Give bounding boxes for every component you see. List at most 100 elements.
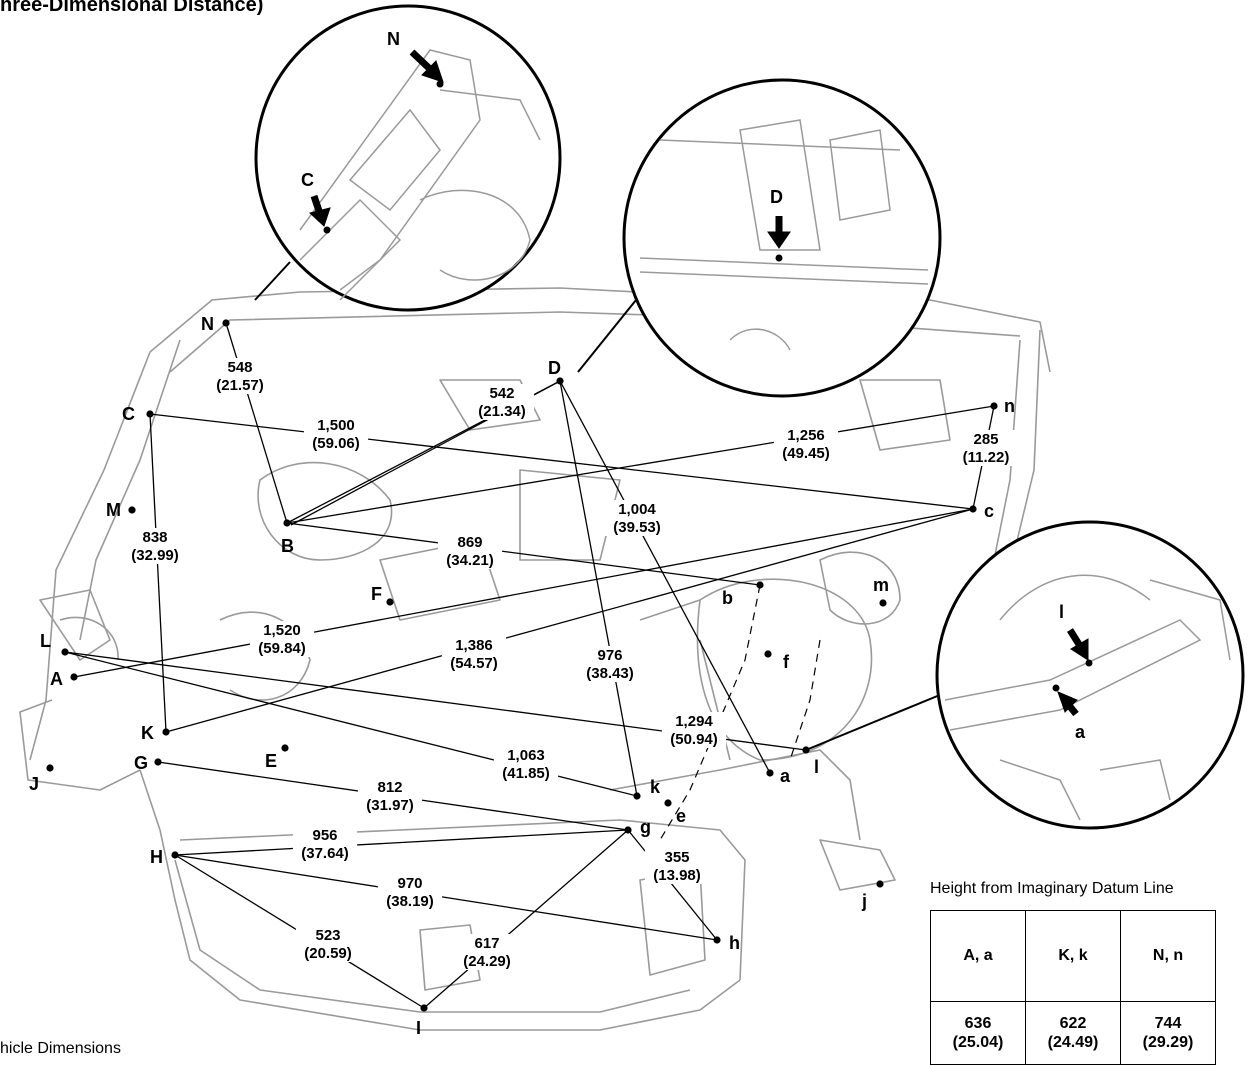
label-background (441, 636, 507, 672)
reference-point-F (386, 598, 394, 606)
label-background (469, 384, 535, 420)
reference-point-B (283, 519, 291, 527)
reference-point-h (713, 936, 721, 944)
dimension-line (559, 380, 638, 797)
point-label-g: g (640, 817, 651, 837)
dimension-label-n-B: 1,256(49.45) (773, 426, 839, 462)
point-label-G: G (134, 753, 148, 773)
dimension-in: (59.84) (258, 640, 306, 657)
hidden-line (789, 639, 821, 761)
reference-point-f (764, 650, 772, 658)
dimension-mm: 869 (457, 534, 482, 551)
dimension-in: (24.29) (463, 953, 511, 970)
height-table: A, a K, k N, n 636(25.04) 622(24.49) 744… (930, 910, 1216, 1065)
dimension-label-B-b: 869(34.21) (437, 533, 503, 569)
dimension-line (286, 522, 761, 586)
reference-point-e (664, 799, 672, 807)
dimension-line (423, 829, 629, 1009)
point-label-n: n (1004, 396, 1015, 416)
dimension-mm: 285 (973, 431, 998, 448)
point-label-B: B (281, 536, 294, 556)
dimension-mm: 542 (489, 385, 514, 402)
height-table-header: K, k (1025, 910, 1121, 1002)
dimension-line (286, 405, 995, 524)
height-table-cell: 622(24.49) (1025, 1001, 1121, 1065)
dimension-label-g-h: 355(13.98) (644, 848, 710, 884)
dimension-label-c-K: 1,386(54.57) (441, 636, 507, 672)
dimension-in: (41.85) (502, 765, 550, 782)
dimension-label-n-c: 285(11.22) (953, 430, 1019, 466)
dimension-mm: 548 (227, 359, 252, 376)
dimension-mm: 1,386 (455, 637, 493, 654)
point-label-b: b (722, 588, 733, 608)
point-label-m: m (873, 575, 889, 595)
arrow-icon (1067, 628, 1089, 661)
point-label-f: f (783, 652, 790, 672)
dimension-mm: 976 (597, 647, 622, 664)
reference-point-J (46, 764, 54, 772)
arrow-icon (409, 49, 444, 83)
label-background (357, 778, 423, 814)
dimension-label-D-k: 976(38.43) (577, 646, 643, 682)
reference-points (46, 319, 998, 1012)
height-table-cell: 744(29.29) (1120, 1001, 1216, 1065)
label-background (249, 621, 315, 657)
height-table-value-row: 636(25.04) 622(24.49) 744(29.29) (930, 1001, 1216, 1065)
point-label-c: c (984, 501, 994, 521)
dimension-label-D-B: 542(21.34) (469, 384, 535, 420)
label-background (295, 926, 361, 962)
dimension-in: (37.64) (301, 845, 349, 862)
dimension-label-L-k: 1,063(41.85) (493, 746, 559, 782)
label-background (454, 934, 520, 970)
dimension-in: (21.57) (216, 377, 264, 394)
dimension-in: (34.21) (446, 552, 494, 569)
point-label-N: N (201, 314, 214, 334)
reference-point-g (624, 826, 632, 834)
reference-point-k (633, 792, 641, 800)
reference-point-n (990, 402, 998, 410)
height-in: (29.29) (1142, 1034, 1194, 1051)
dimension-mm: 1,004 (618, 501, 656, 518)
dimension-label-g-I: 617(24.29) (454, 934, 520, 970)
dimension-line (174, 854, 718, 941)
point-label-j: j (861, 891, 867, 911)
dimension-in: (31.97) (366, 797, 414, 814)
dimension-line (559, 380, 771, 774)
detail-label-a: a (1075, 722, 1086, 742)
dimension-in: (39.53) (613, 519, 661, 536)
point-label-e: e (676, 806, 686, 826)
reference-point-K (162, 728, 170, 736)
label-background (377, 874, 443, 910)
dimension-in: (20.59) (304, 945, 352, 962)
reference-point-L (61, 648, 69, 656)
reference-point-N (222, 319, 230, 327)
dimension-in: (32.99) (131, 547, 179, 564)
arrow-icon (1057, 691, 1079, 717)
reference-point-E (281, 744, 289, 752)
detail-label-l: l (1059, 602, 1064, 622)
dimension-in: (59.06) (312, 435, 360, 452)
point-label-C: C (122, 404, 135, 424)
height-mm: 622 (1059, 1015, 1087, 1032)
dimension-mm: 523 (315, 927, 340, 944)
point-label-h: h (729, 933, 740, 953)
dimension-label-H-h: 970(38.19) (377, 874, 443, 910)
height-table-header-row: A, a K, k N, n (930, 910, 1216, 1002)
label-background (577, 646, 643, 682)
height-in: (25.04) (952, 1034, 1004, 1051)
point-label-L: L (40, 631, 51, 651)
dimension-label-N-B: 548(21.57) (207, 358, 273, 394)
dimension-mm: 1,520 (263, 622, 301, 639)
reference-point-m (879, 599, 887, 607)
dimension-line (165, 508, 974, 733)
reference-point-c (969, 505, 977, 513)
detail-labels: N C D l a (301, 29, 1086, 742)
dimension-labels: 548(21.57)542(21.34)1,500(59.06)1,256(49… (122, 358, 1019, 970)
dimension-mm: 617 (474, 935, 499, 952)
dimension-in: (54.57) (450, 655, 498, 672)
dimension-mm: 1,063 (507, 747, 545, 764)
dimension-line (149, 413, 974, 510)
point-label-M: M (106, 500, 121, 520)
dimension-in: (11.22) (963, 449, 1010, 466)
